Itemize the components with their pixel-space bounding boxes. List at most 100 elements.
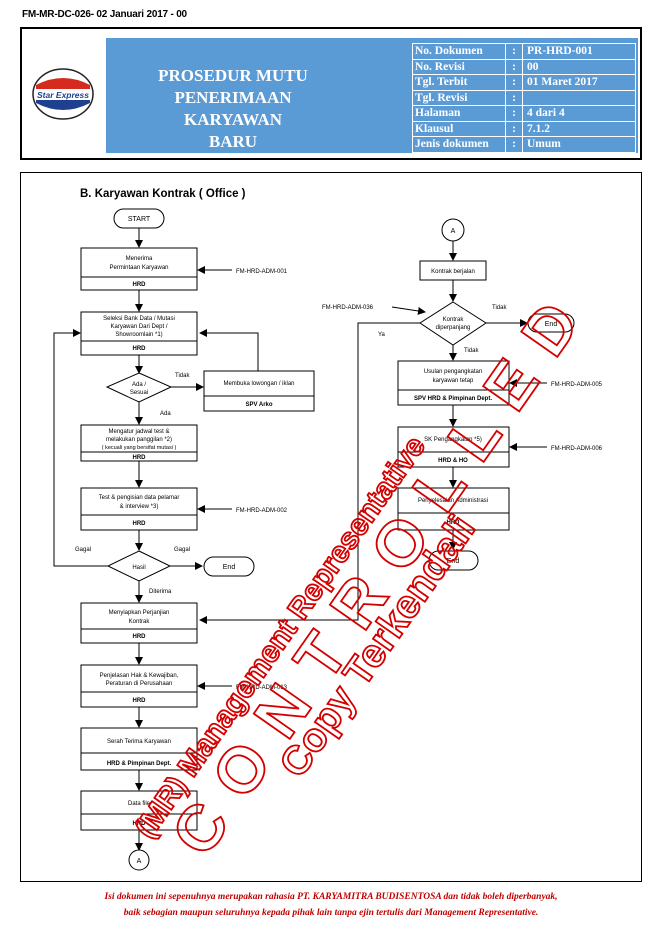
process-contract-running [419,260,487,281]
process-text: Kontrak [129,619,151,625]
process-selection [80,311,198,356]
process-text: Menerima [126,256,153,262]
info-label: Tgl. Terbit [412,74,506,91]
process-role: HRD & HO [438,458,468,464]
decision-text: Kontrak [443,317,465,323]
process-text: Usulan pengangkatan [424,369,482,375]
process-role: HRD [133,521,147,527]
document-title: PROSEDUR MUTU PENERIMAAN KARYAWAN BARU [132,65,334,153]
process-role: HRD [133,821,147,827]
process-role: HRD [447,520,461,526]
process-text: melakukan panggilan *2) [106,437,172,443]
process-text: Kontrak berjalan [431,269,475,275]
process-role: HRD & Pimpinan Dept. [107,761,172,767]
form-code: FM-HRD-ADM-006 [551,446,603,452]
process-prepare-contract [80,602,198,644]
decision-text: diperpanjang [436,325,471,331]
process-handover [80,727,198,771]
process-text: Serah Terima Karyawan [107,739,171,745]
process-text: Test & pengisian data pelamar [99,495,180,501]
process-text: Karyawan Dari Dept / [110,324,167,330]
title-line-3: BARU [208,132,258,151]
document-code: FM-MR-DC-026- 02 Januari 2017 - 00 [22,9,187,20]
process-role: HRD [133,698,147,704]
document-header: Star Express PROSEDUR MUTU PENERIMAAN KA… [20,27,642,160]
end-label: End [447,558,460,565]
process-text: Menyiapkan Perjanjian [109,610,170,616]
form-code: FM-HRD-ADM-001 [236,269,288,275]
process-text: Permintaan Karyawan [109,265,168,271]
process-role: HRD [133,282,147,288]
info-value: 01 Maret 2017 [522,74,636,91]
branch-label: Tidak [175,373,190,379]
process-text: Seleksi Bank Data / Mutasi [103,316,175,322]
process-text: karyawan tetap [433,378,474,384]
process-text: & interview *3) [120,504,159,510]
end-label: End [223,564,236,571]
title-line-2: PENERIMAAN KARYAWAN [174,88,292,129]
form-code: FM-HRD-ADM-005 [551,382,603,388]
start-terminator [113,208,165,229]
logo-text: Star Express [37,90,89,100]
section-title: B. Karyawan Kontrak ( Office ) [80,188,246,200]
process-text: Data file [128,801,151,807]
end-label: End [545,321,558,328]
decision-text: Ada / [132,382,146,388]
footer-line-1: Isi dokumen ini sepenuhnya merupakan rah… [104,892,558,902]
branch-label: Tidak [464,348,479,354]
confidentiality-footer: Isi dokumen ini sepenuhnya merupakan rah… [30,889,632,921]
form-code: FM-HRD-ADM-036 [322,305,374,311]
branch-label: Ya [378,332,386,338]
title-line-1: PROSEDUR MUTU [158,66,308,85]
process-text: Peraturan di Perusahaan [106,681,173,687]
decision-result [106,550,172,582]
branch-label: Tidak [492,305,507,311]
process-data-file [80,790,198,831]
process-text: Membuka lowongan / iklan [223,381,294,387]
branch-label: Ada [160,411,171,417]
form-code: FM-HRD-ADM-002 [236,508,288,514]
process-text: Mengatur jadwal test & [108,429,169,435]
info-label: No. Dokumen [412,43,506,60]
end-terminator [428,550,479,571]
info-row: Jenis dokumen:Umum [412,136,636,153]
info-row: Tgl. Terbit:01 Maret 2017 [412,74,636,91]
connector-a-top [441,218,465,242]
process-text: Penyelesaian Administrasi [418,498,488,504]
process-receive-request [80,247,198,291]
info-row: No. Revisi:00 [412,58,636,75]
process-schedule-test [80,424,198,462]
connector-label: A [137,858,142,865]
branch-label: Diterima [149,589,172,595]
process-role: SPV HRD & Pimpinan Dept. [414,396,492,402]
info-row: No. Dokumen:PR-HRD-001 [412,43,636,60]
branch-label: Gagal [174,547,190,553]
process-role: SPV Arko [245,402,272,408]
footer-line-2: baik sebagian maupun seluruhnya kepada p… [123,908,539,918]
info-label: Jenis dokumen [412,136,506,153]
info-label: Halaman [412,105,506,122]
decision-contract-extended [419,301,487,346]
process-text: ( kecuali yang bersifat mutasi ) [102,445,177,451]
process-role: HRD [133,634,147,640]
process-permanent-proposal [397,360,510,406]
process-administration [397,487,510,531]
process-sk-appointment [397,426,510,468]
process-rights-obligations [80,664,198,708]
end-terminator [203,556,255,577]
end-terminator [527,313,575,333]
process-text: Penjelasan Hak & Kewajiban, [100,673,179,679]
process-open-vacancy [203,370,315,412]
process-role: HRD [133,346,147,352]
decision-text: Hasil [132,565,145,571]
branch-label: Gagal [75,547,91,553]
start-label: START [128,216,151,223]
decision-text: Sesuai [130,390,148,396]
connector-label: A [451,228,456,235]
info-value: 7.1.2 [522,120,636,137]
company-logo: Star Express [32,67,94,121]
flowchart-page-frame [20,172,642,882]
process-test-interview [80,487,198,531]
process-text: SK Pengangkatan *5) [424,437,482,443]
